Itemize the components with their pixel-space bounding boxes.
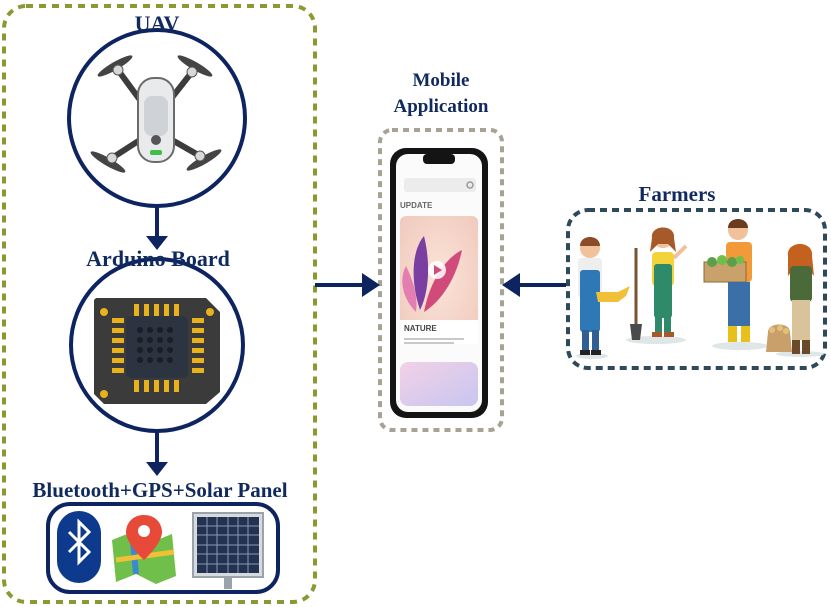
arduino-title: Arduino Board [86,246,230,271]
uav-drone-icon [67,28,247,208]
arrow-arduino-to-sensors [146,462,168,476]
arrow-farmers-to-mobile [502,273,520,297]
smartphone-icon [390,148,488,418]
screen-update-label: UPDATE [400,201,433,210]
sensors-title: Bluetooth+GPS+Solar Panel [32,478,288,502]
mobile-container [378,128,504,432]
mobile-title-line2: Application [393,96,489,117]
mobile-title-line1: Mobile [412,70,470,91]
uav-title: UAV [134,11,180,36]
farmers-container [566,208,827,370]
bluetooth-icon [57,511,101,583]
arrow-uav-to-arduino [146,236,168,250]
screen-card-title: NATURE [404,324,437,333]
uav-system-container [2,4,317,604]
arrow-uav-to-mobile [362,273,380,297]
arduino-chip-icon [69,257,245,433]
solar-panel-icon [192,512,264,589]
farmers-title: Farmers [638,182,716,206]
farmers-illustration [576,219,824,359]
map-pin-icon [112,515,176,584]
